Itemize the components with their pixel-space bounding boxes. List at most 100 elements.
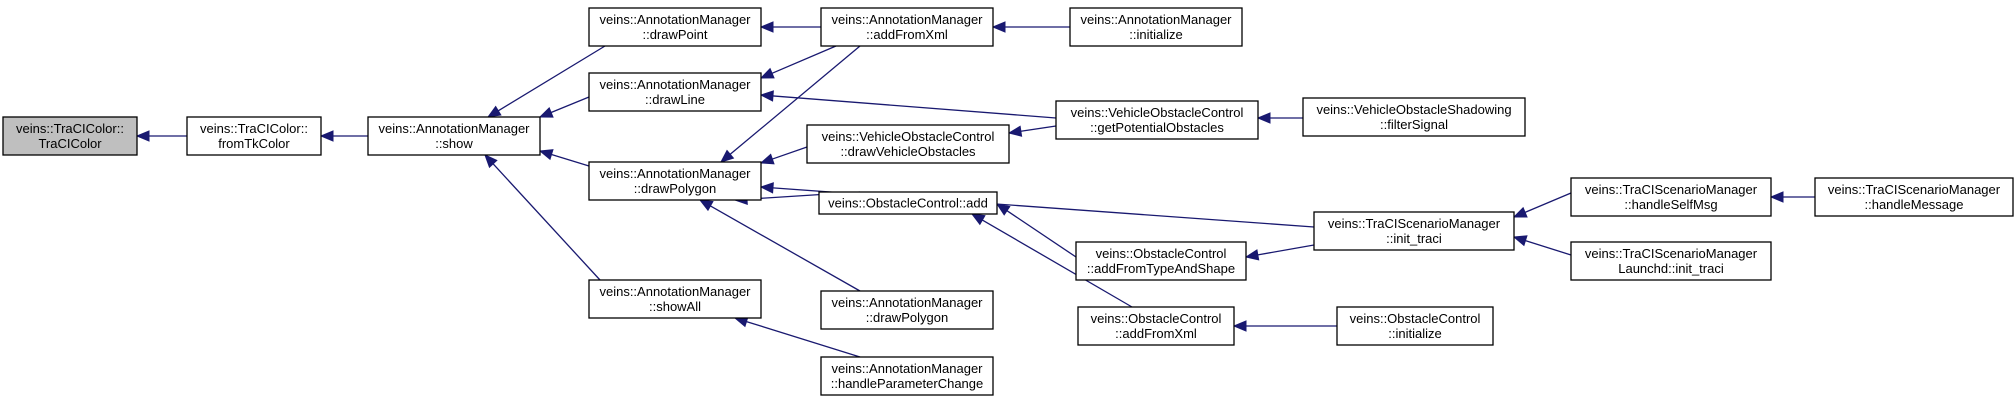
node-from-tk-color[interactable]: veins::TraCIColor::fromTkColor bbox=[186, 116, 322, 156]
edge-line bbox=[772, 95, 1057, 119]
node-am-draw-polygon-2[interactable]: veins::AnnotationManager::drawPolygon bbox=[820, 290, 994, 330]
node-box bbox=[1313, 211, 1515, 251]
node-box bbox=[820, 356, 994, 396]
edge-voc-get-potential-obstacles-to-voc-draw-vehicle-obstacles bbox=[1007, 125, 1057, 137]
node-oc-add-from-type-and-shape[interactable]: veins::ObstacleControl::addFromTypeAndSh… bbox=[1075, 241, 1247, 281]
node-label-line: ::showAll bbox=[649, 299, 701, 314]
edge-line bbox=[710, 205, 861, 292]
node-am-draw-point[interactable]: veins::AnnotationManager::drawPoint bbox=[588, 7, 762, 47]
arrowhead-icon bbox=[538, 149, 554, 161]
node-box bbox=[820, 290, 994, 330]
edge-tsm-handle-self-msg-to-tsm-init-traci bbox=[1512, 192, 1572, 218]
node-box bbox=[1814, 177, 2014, 217]
node-tsm-handle-message[interactable]: veins::TraCIScenarioManager::handleMessa… bbox=[1814, 177, 2014, 217]
node-label-line: ::drawPolygon bbox=[866, 310, 948, 325]
node-am-handle-parameter-change[interactable]: veins::AnnotationManager::handleParamete… bbox=[820, 356, 994, 396]
node-label-line: ::drawVehicleObstacles bbox=[840, 144, 976, 159]
node-am-add-from-xml[interactable]: veins::AnnotationManager::addFromXml bbox=[820, 7, 994, 47]
node-am-initialize[interactable]: veins::AnnotationManager::initialize bbox=[1069, 7, 1243, 47]
node-label-line: ::init_traci bbox=[1386, 231, 1442, 246]
node-label-line: ::initialize bbox=[1129, 27, 1182, 42]
node-traci-color-ctor[interactable]: veins::TraCIColor::TraCIColor bbox=[2, 116, 138, 156]
arrowhead-icon bbox=[1256, 112, 1271, 124]
edge-line bbox=[492, 163, 601, 281]
edge-am-show-all-to-am-show bbox=[484, 154, 601, 281]
node-label-line: veins::VehicleObstacleControl bbox=[1071, 105, 1244, 120]
node-oc-add-from-xml[interactable]: veins::ObstacleControl::addFromXml bbox=[1077, 306, 1235, 346]
arrowhead-icon bbox=[970, 213, 986, 226]
node-tsm-handle-self-msg[interactable]: veins::TraCIScenarioManager::handleSelfM… bbox=[1570, 177, 1772, 217]
arrowhead-icon bbox=[759, 67, 775, 79]
arrowhead-icon bbox=[1244, 249, 1260, 261]
node-box bbox=[818, 191, 998, 215]
node-am-draw-line[interactable]: veins::AnnotationManager::drawLine bbox=[588, 72, 762, 112]
node-label-line: ::drawPoint bbox=[642, 27, 707, 42]
node-box bbox=[2, 116, 138, 156]
node-tsm-init-traci[interactable]: veins::TraCIScenarioManager::init_traci bbox=[1313, 211, 1515, 251]
edge-am-draw-polygon-2-to-am-draw-polygon bbox=[698, 199, 861, 292]
arrowhead-icon bbox=[1007, 125, 1023, 137]
edge-oc-initialize-to-oc-add-from-xml bbox=[1232, 320, 1337, 332]
node-oc-add[interactable]: veins::ObstacleControl::add bbox=[818, 191, 998, 215]
edge-line bbox=[551, 153, 590, 167]
edge-voc-draw-vehicle-obstacles-to-am-draw-polygon bbox=[759, 146, 808, 165]
edge-line bbox=[497, 45, 606, 112]
edge-am-show-to-from-tk-color bbox=[319, 130, 368, 142]
node-box bbox=[588, 279, 762, 319]
node-label-line: ::handleParameterChange bbox=[831, 376, 984, 391]
node-label-line: ::drawPolygon bbox=[634, 181, 716, 196]
node-am-draw-polygon[interactable]: veins::AnnotationManager::drawPolygon bbox=[588, 161, 762, 201]
node-oc-initialize[interactable]: veins::ObstacleControl::initialize bbox=[1336, 306, 1494, 346]
node-voc-draw-vehicle-obstacles[interactable]: veins::VehicleObstacleControl::drawVehic… bbox=[806, 124, 1010, 164]
node-box bbox=[1055, 100, 1259, 140]
node-label-line: veins::ObstacleControl::add bbox=[828, 196, 988, 211]
node-label-line: ::addFromTypeAndShape bbox=[1087, 261, 1235, 276]
edge-line bbox=[1525, 239, 1572, 256]
node-label-line: veins::AnnotationManager bbox=[831, 361, 983, 376]
node-tsml-init-traci[interactable]: veins::TraCIScenarioManagerLaunchd::init… bbox=[1570, 241, 1772, 281]
node-label-line: ::initialize bbox=[1388, 326, 1441, 341]
node-label-line: ::addFromXml bbox=[1115, 326, 1197, 341]
edge-am-draw-line-to-am-show bbox=[538, 96, 590, 118]
edge-am-initialize-to-am-add-from-xml bbox=[991, 21, 1070, 33]
edge-line bbox=[550, 96, 590, 114]
edge-line bbox=[1020, 125, 1057, 132]
node-box bbox=[1570, 241, 1772, 281]
node-vos-filter-signal[interactable]: veins::VehicleObstacleShadowing::filterS… bbox=[1302, 97, 1526, 137]
arrowhead-icon bbox=[484, 154, 498, 169]
node-box bbox=[820, 7, 994, 47]
arrowhead-icon bbox=[759, 182, 774, 194]
arrowhead-icon bbox=[991, 21, 1006, 33]
arrowhead-icon bbox=[319, 130, 334, 142]
edge-oc-add-from-xml-to-oc-add bbox=[970, 213, 1133, 308]
arrowhead-icon bbox=[759, 153, 775, 165]
node-am-show-all[interactable]: veins::AnnotationManager::showAll bbox=[588, 279, 762, 319]
node-voc-get-potential-obstacles[interactable]: veins::VehicleObstacleControl::getPotent… bbox=[1055, 100, 1259, 140]
node-box bbox=[1336, 306, 1494, 346]
arrowhead-icon bbox=[759, 21, 774, 33]
edge-am-add-from-xml-to-am-draw-point bbox=[759, 21, 821, 33]
edge-tsm-handle-message-to-tsm-handle-self-msg bbox=[1769, 191, 1815, 203]
node-box bbox=[588, 161, 762, 201]
node-layer: veins::TraCIColor::TraCIColorveins::TraC… bbox=[2, 7, 2014, 396]
node-label-line: veins::AnnotationManager bbox=[1080, 12, 1232, 27]
node-box bbox=[1302, 97, 1526, 137]
node-label-line: veins::ObstacleControl bbox=[1091, 311, 1222, 326]
arrowhead-icon bbox=[1769, 191, 1784, 203]
node-box bbox=[1570, 177, 1772, 217]
edge-oc-add-from-type-and-shape-to-oc-add bbox=[995, 203, 1077, 258]
node-label-line: veins::AnnotationManager bbox=[831, 295, 983, 310]
edge-vos-filter-signal-to-voc-get-potential-obstacles bbox=[1256, 112, 1303, 124]
edge-voc-get-potential-obstacles-to-am-draw-line bbox=[759, 90, 1057, 119]
edge-tsml-init-traci-to-tsm-init-traci bbox=[1512, 235, 1572, 256]
edge-line bbox=[1524, 192, 1572, 213]
node-label-line: fromTkColor bbox=[218, 136, 290, 151]
node-label-line: veins::VehicleObstacleShadowing bbox=[1316, 102, 1511, 117]
node-label-line: ::handleSelfMsg bbox=[1624, 197, 1717, 212]
node-label-line: veins::TraCIScenarioManager bbox=[1585, 246, 1758, 261]
node-am-show[interactable]: veins::AnnotationManager::show bbox=[367, 116, 541, 156]
arrowhead-icon bbox=[538, 106, 554, 118]
node-box bbox=[1075, 241, 1247, 281]
node-label-line: veins::AnnotationManager bbox=[599, 77, 751, 92]
